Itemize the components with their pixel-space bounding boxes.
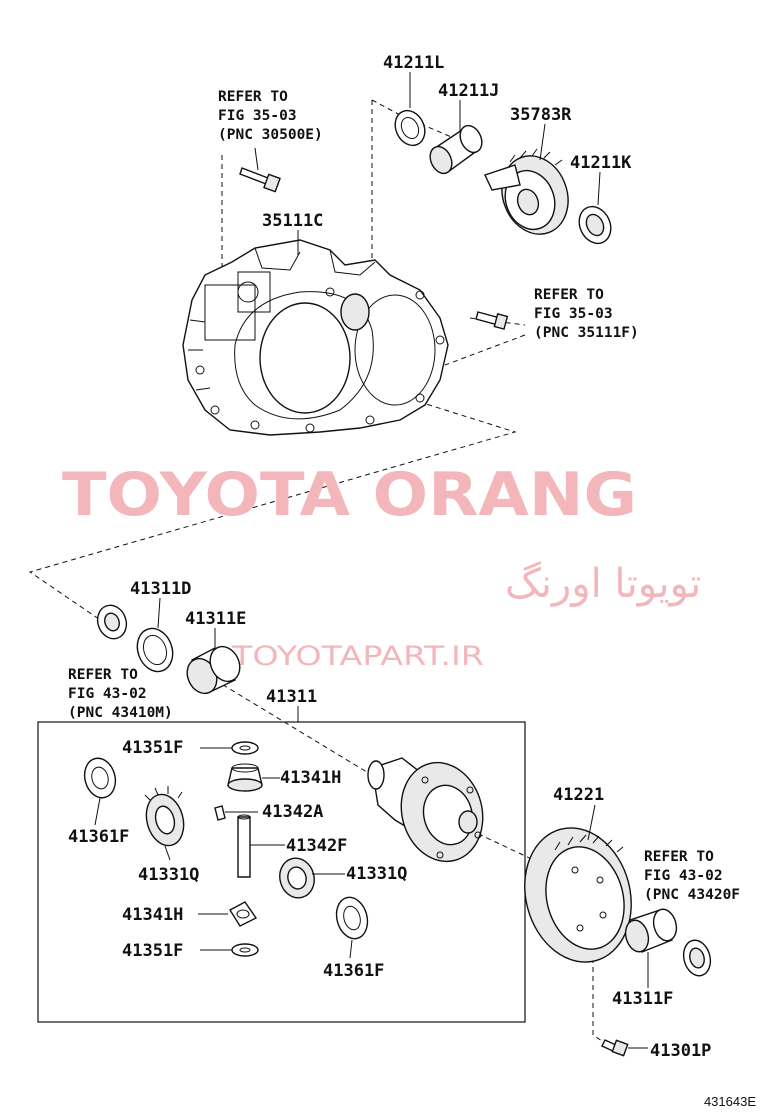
thrust-washer-41351f-top[interactable]	[231, 741, 259, 755]
gear-35783r[interactable]	[484, 146, 579, 243]
bolt-41301p[interactable]	[601, 1039, 629, 1057]
label-41311e: 41311E	[185, 609, 246, 629]
label-41331q-left: 41331Q	[138, 865, 199, 885]
refer-43410m-line1: REFER TO	[68, 667, 138, 683]
refer-43420f-line1: REFER TO	[644, 849, 714, 865]
refer-43410m-line2: FIG 43-02	[68, 686, 147, 702]
shim-41311d[interactable]	[132, 624, 179, 677]
refer-callout-43420f: REFER TO FIG 43-02 (PNC 43420F	[644, 849, 740, 903]
thrust-washer-41351f-bottom[interactable]	[231, 943, 259, 957]
label-41351f-top: 41351F	[122, 738, 183, 758]
label-41361f-left: 41361F	[68, 827, 129, 847]
bearing-41311f[interactable]	[622, 907, 680, 955]
refer-35111f-line1: REFER TO	[534, 287, 604, 303]
part-labels: 41211L 41211J 35783R 41211K 35111C 41311…	[68, 53, 711, 1061]
refer-35111f-line2: FIG 35-03	[534, 306, 613, 322]
side-gear-washer-41361f-left[interactable]	[80, 755, 119, 801]
label-41301p: 41301P	[650, 1041, 711, 1061]
refer-callout-43410m: REFER TO FIG 43-02 (PNC 43410M)	[68, 667, 173, 721]
label-41351f-bottom: 41351F	[122, 941, 183, 961]
watermark-main: TOYOTA ORANG	[62, 460, 637, 530]
transaxle-housing-35111c[interactable]	[182, 239, 449, 436]
label-41221: 41221	[553, 785, 604, 805]
oil-seal-43410m[interactable]	[93, 601, 131, 643]
label-41311d: 41311D	[130, 579, 191, 599]
side-gear-41331q-left[interactable]	[141, 786, 189, 850]
label-41211l: 41211L	[383, 53, 444, 73]
label-41342a: 41342A	[262, 802, 323, 822]
refer-30500e-line3: (PNC 30500E)	[218, 127, 323, 143]
figure-id: 431643E	[704, 1094, 756, 1109]
label-41331q-right: 41331Q	[346, 864, 407, 884]
label-41341h-bottom: 41341H	[122, 905, 183, 925]
refer-43420f-line3: (PNC 43420F	[644, 887, 740, 903]
refer-callout-30500e: REFER TO FIG 35-03 (PNC 30500E)	[218, 89, 323, 143]
oil-seal-41211l[interactable]	[390, 106, 431, 150]
pin-41342a[interactable]	[214, 805, 226, 821]
oil-seal-43420f[interactable]	[680, 937, 714, 979]
refer-43410m-line3: (PNC 43410M)	[68, 705, 173, 721]
leader-lines	[94, 72, 649, 1049]
side-gear-41331q-right[interactable]	[275, 854, 318, 901]
label-41341h-top: 41341H	[280, 768, 341, 788]
differential-assembly-box	[37, 721, 526, 1023]
watermark: TOYOTA ORANG تویوتا اورنگ TOYOTAPART.IR	[62, 460, 701, 672]
refer-43420f-line2: FIG 43-02	[644, 868, 723, 884]
label-41211k: 41211K	[570, 153, 632, 173]
watermark-url: TOYOTAPART.IR	[231, 641, 484, 672]
refer-35111f-line3: (PNC 35111F)	[534, 325, 639, 341]
bearing-41311e[interactable]	[182, 642, 246, 698]
differential-case-41311[interactable]	[367, 753, 494, 870]
side-gear-washer-41361f-bottom[interactable]	[332, 894, 372, 942]
refer-30500e-line2: FIG 35-03	[218, 108, 297, 124]
label-41361f-bottom: 41361F	[323, 961, 384, 981]
label-41211j: 41211J	[438, 81, 499, 101]
pinion-gear-41341h-top[interactable]	[227, 763, 263, 792]
label-35111c: 35111C	[262, 211, 323, 231]
label-35783r: 35783R	[510, 105, 572, 125]
ring-gear-41221[interactable]	[510, 816, 646, 974]
refer-callout-35111f: REFER TO FIG 35-03 (PNC 35111F)	[534, 287, 639, 341]
bearing-41211j[interactable]	[426, 122, 486, 177]
label-41311: 41311	[266, 687, 317, 707]
refer-30500e-line1: REFER TO	[218, 89, 288, 105]
bearing-41211k[interactable]	[573, 201, 616, 248]
label-41311f: 41311F	[612, 989, 673, 1009]
watermark-farsi: تویوتا اورنگ	[505, 561, 701, 607]
shaft-41342f[interactable]	[237, 814, 251, 878]
bolt-35111f[interactable]	[475, 311, 509, 330]
pinion-gear-41341h-bottom[interactable]	[229, 901, 258, 927]
label-41342f: 41342F	[286, 836, 347, 856]
bolt-30500e[interactable]	[239, 167, 281, 193]
